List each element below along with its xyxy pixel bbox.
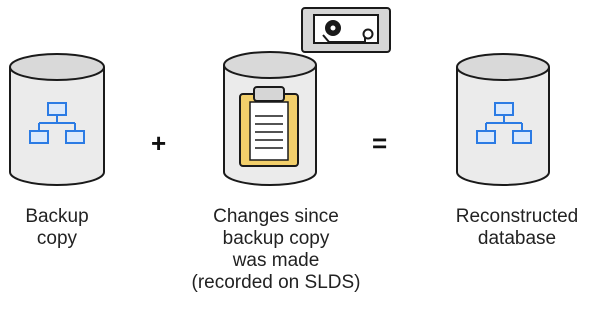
changes-caption: Changes since backup copy was made (reco… [176, 206, 376, 294]
reconstructed-caption-line: database [477, 228, 557, 249]
reconstructed-database-cylinder-icon [456, 53, 550, 186]
backup-caption: Backup copy [2, 206, 112, 250]
equals-operator: = [372, 128, 388, 158]
reconstructed-caption: Reconstructed database [436, 206, 598, 250]
changes-caption-line: backup copy [222, 228, 330, 249]
changes-clipboard-icon [239, 86, 299, 167]
backup-database-cylinder-icon [9, 53, 105, 186]
plus-operator: + [151, 128, 167, 158]
changes-caption-line: (recorded on SLDS) [191, 272, 361, 293]
backup-caption-line: Backup [25, 206, 89, 227]
backup-caption-line: copy [36, 228, 78, 249]
changes-caption-line: Changes since [213, 206, 339, 227]
tape-drive-icon [301, 7, 391, 53]
reconstructed-caption-line: Reconstructed [455, 206, 579, 227]
changes-caption-line: was made [232, 250, 320, 271]
